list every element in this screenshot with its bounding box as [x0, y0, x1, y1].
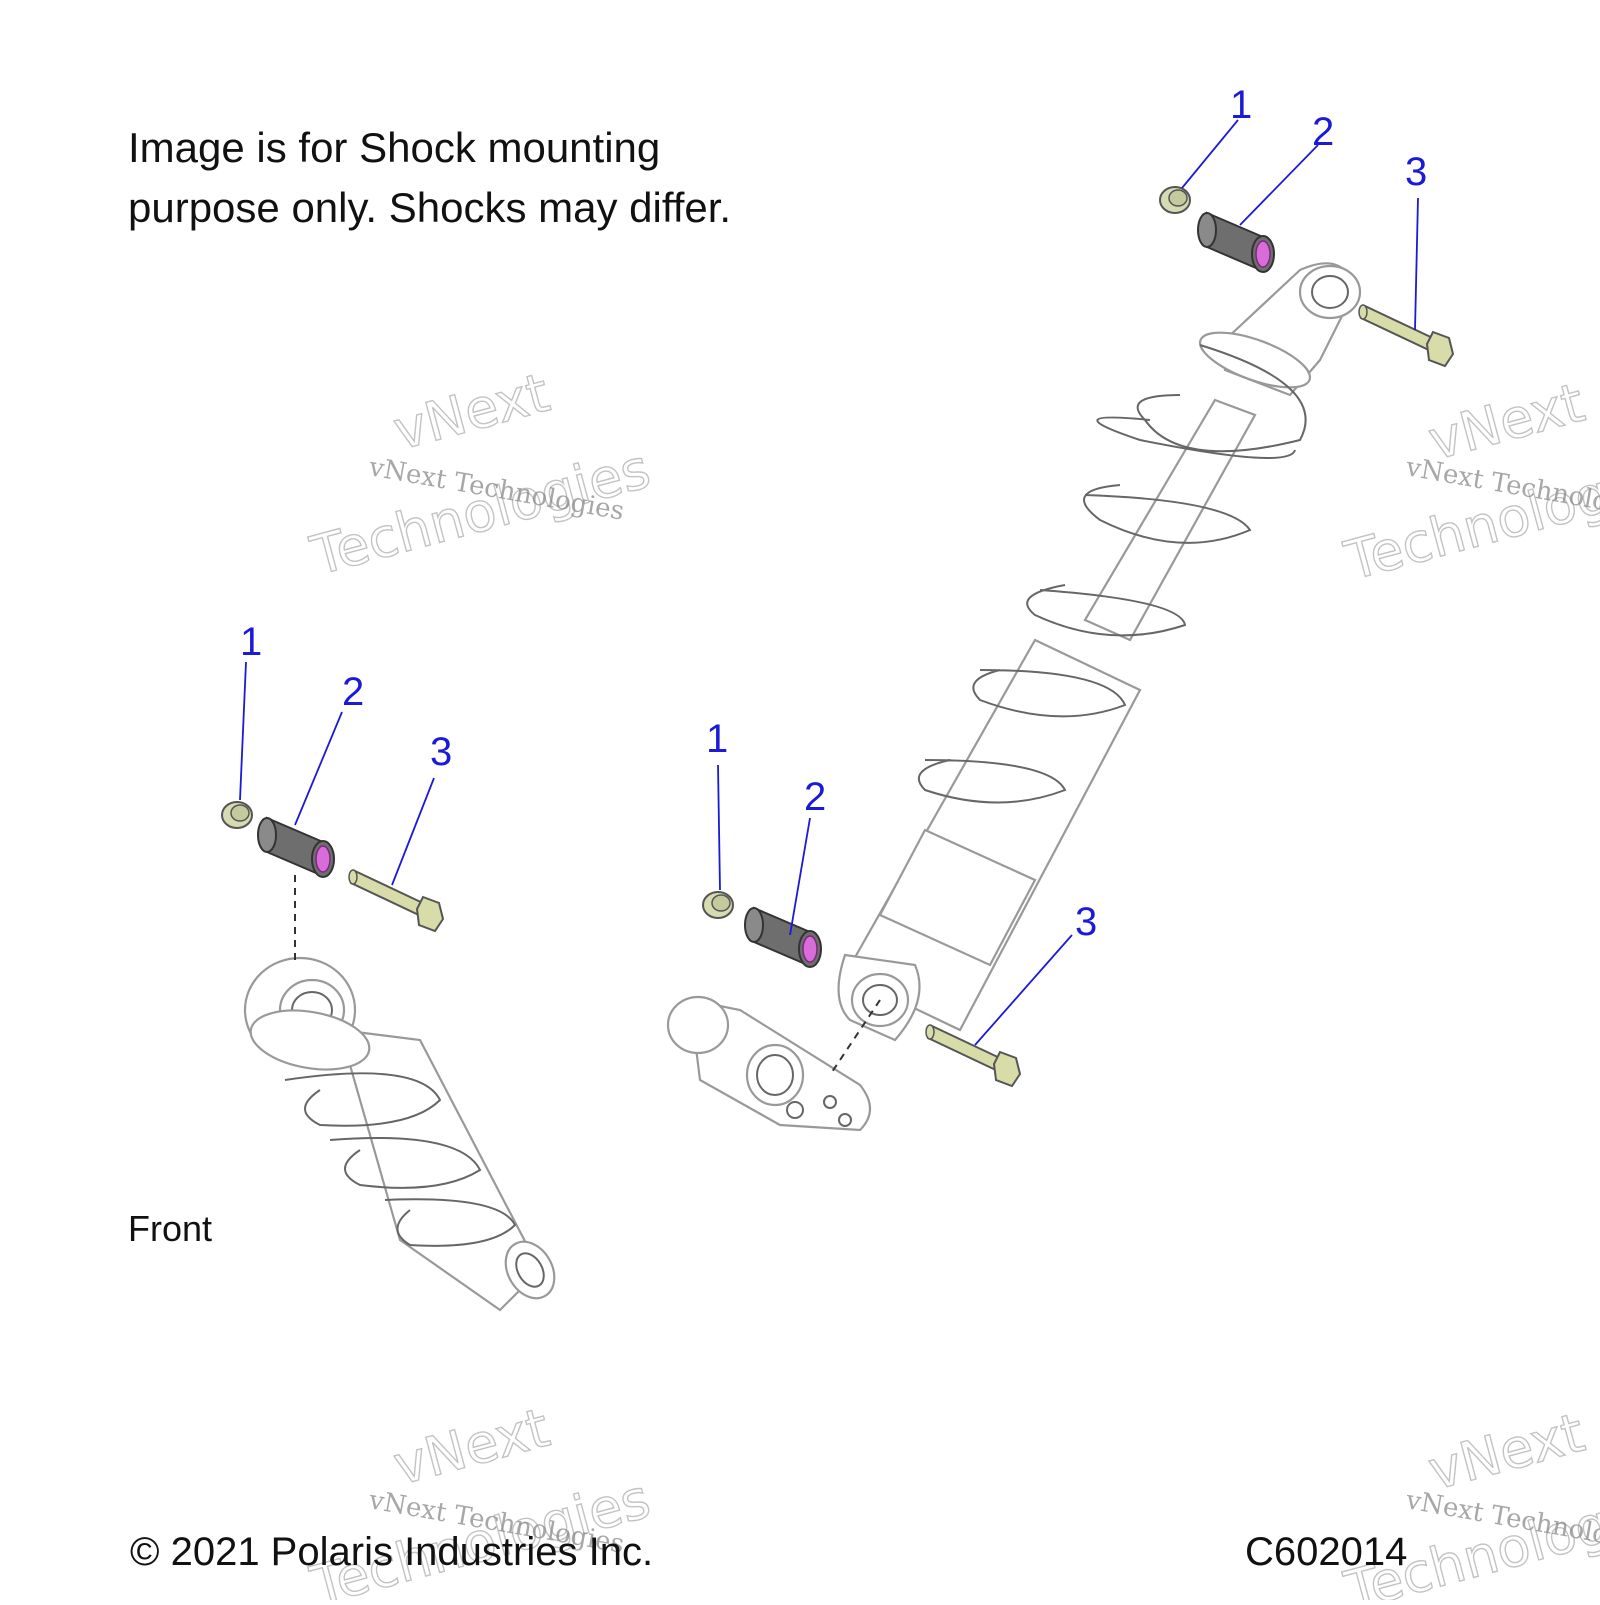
mounting-note-line-2: purpose only. Shocks may differ.	[128, 184, 732, 231]
lower-mount-bracket	[666, 995, 881, 1132]
figure-id: C602014	[1245, 1530, 1408, 1574]
callout-middle-1[interactable]: 1	[706, 717, 728, 761]
mounting-note: Image is for Shock mounting purpose only…	[128, 118, 731, 238]
callout-top-3[interactable]: 3	[1405, 150, 1427, 194]
callout-left-2[interactable]: 2	[342, 670, 364, 714]
svg-text:vNext: vNext	[1422, 371, 1591, 473]
nut-icon-top[interactable]	[1159, 186, 1191, 214]
callout-top-2[interactable]: 2	[1312, 110, 1334, 154]
bushing-icon-left[interactable]	[257, 817, 335, 878]
bolt-icon-top[interactable]	[1358, 304, 1454, 367]
callout-left-1[interactable]: 1	[240, 620, 262, 664]
callout-middle-3[interactable]: 3	[1075, 900, 1097, 944]
svg-text:vNext: vNext	[387, 1396, 556, 1498]
svg-text:vNext: vNext	[1422, 1401, 1591, 1503]
bushing-icon-top[interactable]	[1197, 212, 1275, 273]
nut-icon-middle[interactable]	[702, 891, 734, 919]
rear-shock-assembly	[837, 262, 1362, 1042]
front-shock-assembly	[243, 875, 556, 1312]
bolt-icon-middle[interactable]	[925, 1024, 1021, 1087]
leader-lines	[239, 119, 1419, 1046]
callout-left-3[interactable]: 3	[430, 730, 452, 774]
callout-top-1[interactable]: 1	[1230, 83, 1252, 127]
bushing-icon-middle[interactable]	[744, 907, 822, 968]
nut-icon-left[interactable]	[221, 801, 253, 829]
bolt-icon-left[interactable]	[348, 869, 444, 932]
watermark-top-right: vNext Technologies vNext Technologies	[1337, 370, 1600, 593]
svg-text:vNext: vNext	[387, 361, 556, 463]
mounting-note-line-1: Image is for Shock mounting	[128, 124, 661, 171]
front-label: Front	[128, 1208, 213, 1249]
callout-middle-2[interactable]: 2	[804, 775, 826, 819]
copyright-text: © 2021 Polaris Industries Inc.	[130, 1530, 654, 1574]
watermark-top-center: vNext Technologies vNext Technologies	[303, 360, 657, 588]
